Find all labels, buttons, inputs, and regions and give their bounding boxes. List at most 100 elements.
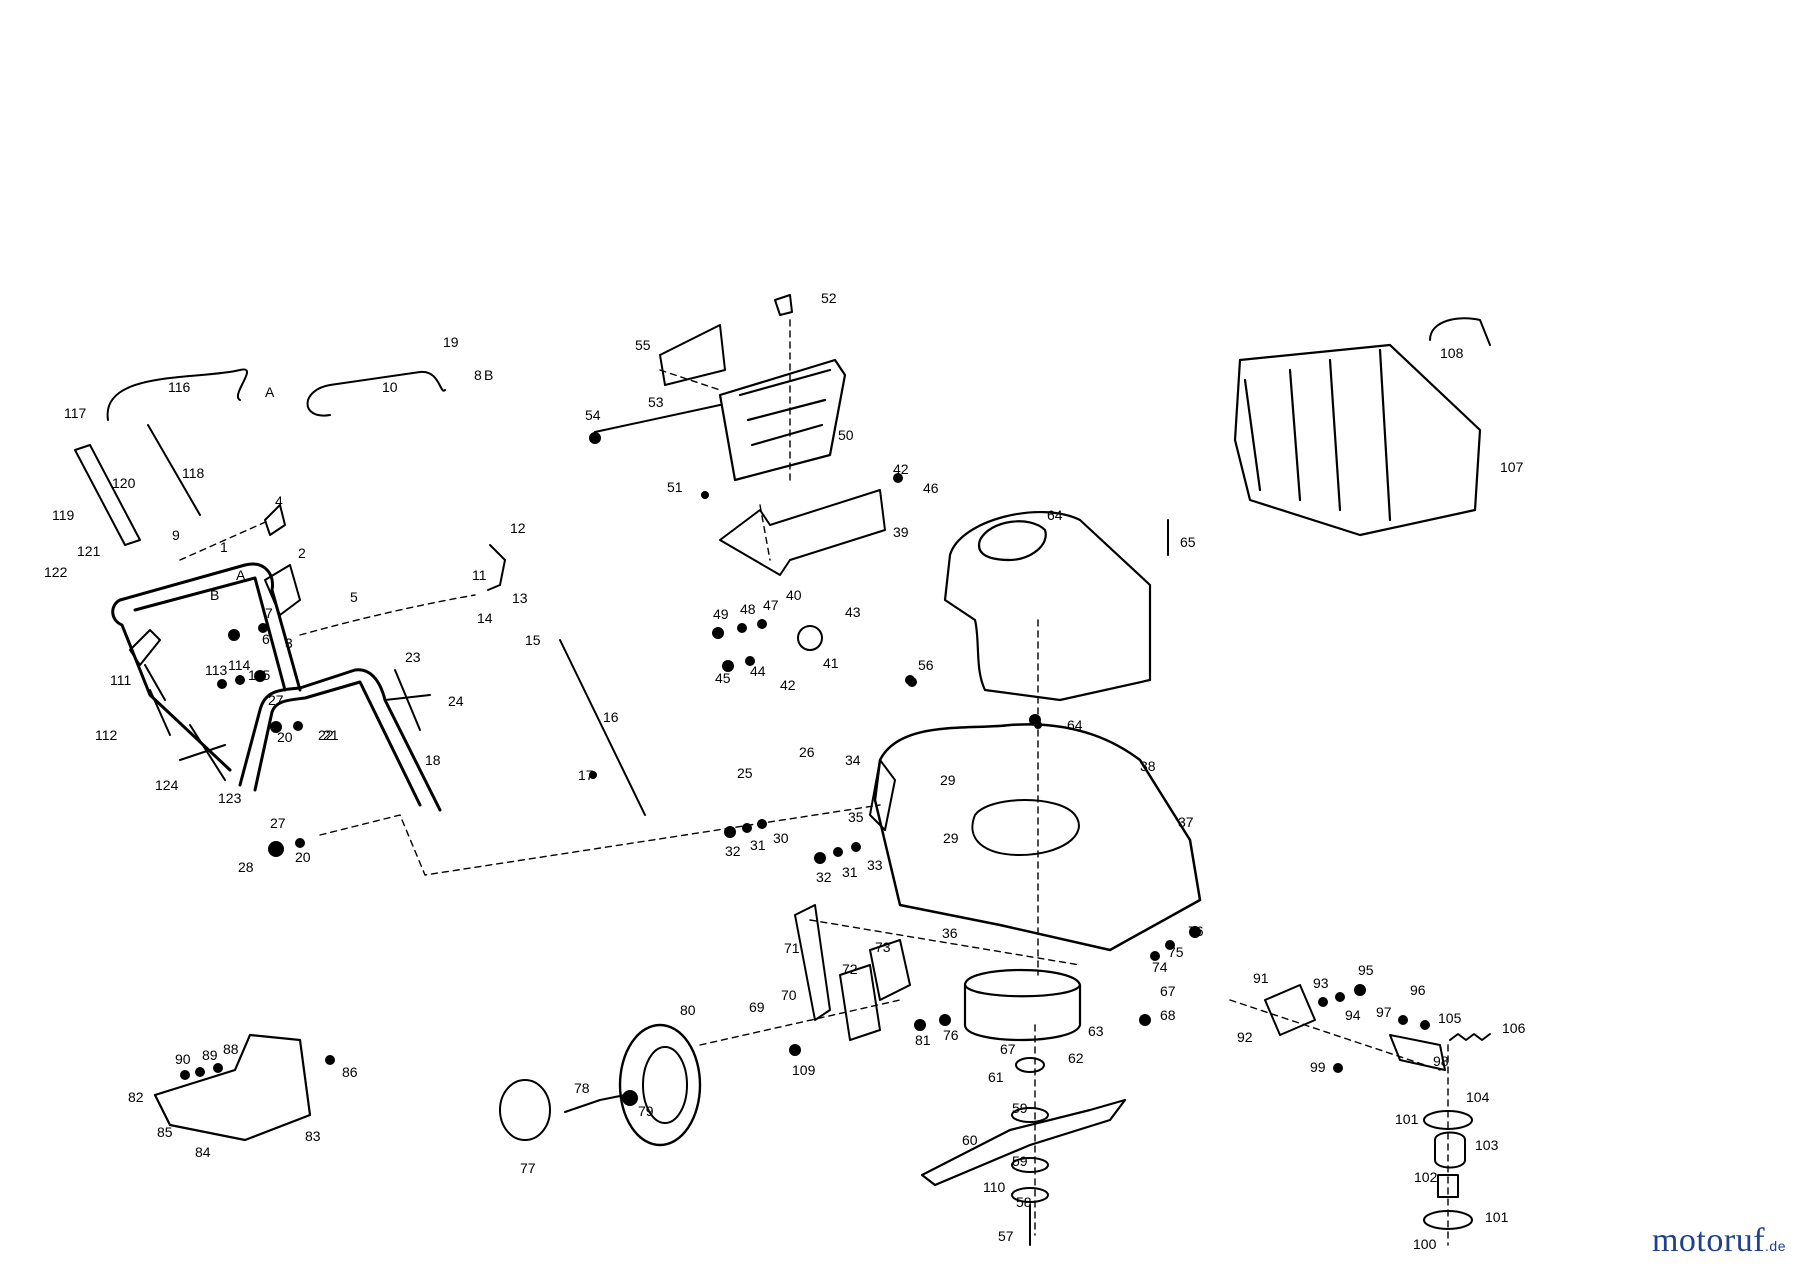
part-label-67a: 67 <box>1160 983 1176 999</box>
part-label-54: 54 <box>585 407 601 423</box>
part-label-117: 117 <box>64 405 87 421</box>
part-label-91: 91 <box>1253 970 1269 986</box>
part-label-92: 92 <box>1237 1029 1253 1045</box>
part-label-22: 22 <box>318 727 334 743</box>
part-label-71: 71 <box>784 940 800 956</box>
part-label-24: 24 <box>448 693 464 709</box>
part-label-109: 109 <box>792 1062 816 1078</box>
part-label-81: 81 <box>915 1032 931 1048</box>
part-label-70: 70 <box>781 987 797 1003</box>
handle-108 <box>1429 317 1491 346</box>
part-label-55: 55 <box>635 337 651 353</box>
control-panel-50 <box>718 358 847 482</box>
connector-marker-b1: B <box>484 367 493 383</box>
part-label-20a: 20 <box>277 729 293 745</box>
part-label-18: 18 <box>425 752 441 768</box>
part-label-29b: 29 <box>943 830 959 846</box>
bracket-39 <box>719 489 886 576</box>
part-label-108: 108 <box>1440 345 1464 361</box>
part-label-88: 88 <box>223 1041 239 1057</box>
part-label-94: 94 <box>1345 1007 1361 1023</box>
bracket-34 <box>869 759 896 831</box>
part-label-122: 122 <box>44 564 68 580</box>
part-label-11: 11 <box>472 567 487 583</box>
bracket-98 <box>1389 1034 1446 1071</box>
part-label-98: 98 <box>1433 1053 1449 1069</box>
part-label-58: 58 <box>1016 1194 1032 1210</box>
blade-60 <box>920 1098 1127 1187</box>
part-label-73: 73 <box>875 939 891 955</box>
part-label-45: 45 <box>715 670 731 686</box>
watermark-text: motoruf <box>1651 1222 1766 1259</box>
part-label-100: 100 <box>1413 1236 1437 1252</box>
wheel-80 <box>618 1023 702 1147</box>
mower-deck-38 <box>873 723 1202 952</box>
part-label-53: 53 <box>648 394 664 410</box>
part-label-12: 12 <box>510 520 526 536</box>
part-label-51: 51 <box>667 479 683 495</box>
part-label-10: 10 <box>382 379 398 395</box>
part-label-111: 111 <box>110 672 131 688</box>
part-label-93: 93 <box>1313 975 1329 991</box>
part-label-56: 56 <box>918 657 934 673</box>
part-label-107: 107 <box>1500 459 1524 475</box>
washer-101-top <box>1423 1110 1473 1130</box>
part-label-7: 7 <box>265 605 273 621</box>
part-label-31a: 31 <box>750 837 766 853</box>
part-label-34: 34 <box>845 752 861 768</box>
rod-53 <box>594 404 721 433</box>
part-label-110: 110 <box>983 1179 1006 1195</box>
part-label-29a: 29 <box>940 772 956 788</box>
part-label-62: 62 <box>1068 1050 1084 1066</box>
part-label-61: 61 <box>988 1069 1004 1085</box>
control-lever-2 <box>264 564 301 616</box>
connector-marker-a2: A <box>236 567 246 583</box>
part-label-60: 60 <box>962 1132 978 1148</box>
part-label-69: 69 <box>749 999 765 1015</box>
blade-housing-63 <box>963 968 1082 1042</box>
connector-marker-a1: A <box>265 384 275 400</box>
part-label-41: 41 <box>823 655 839 671</box>
part-label-99: 99 <box>1310 1059 1326 1075</box>
part-label-74: 74 <box>1152 959 1168 975</box>
hubcap-77 <box>499 1079 551 1141</box>
part-label-9: 9 <box>172 527 180 543</box>
part-label-96: 96 <box>1410 982 1426 998</box>
blade-fixings <box>1011 1057 1049 1246</box>
part-label-115: 115 <box>248 667 271 683</box>
grass-catcher-107 <box>1233 343 1482 537</box>
part-label-26: 26 <box>799 744 815 760</box>
knob-41 <box>797 625 823 651</box>
part-label-72: 72 <box>842 961 858 977</box>
watermark-logo: motoruf.de <box>1652 1222 1786 1260</box>
part-label-120: 120 <box>112 475 136 491</box>
part-label-77: 77 <box>520 1160 536 1176</box>
part-label-5: 5 <box>350 589 358 605</box>
part-label-35: 35 <box>848 809 864 825</box>
part-label-116: 116 <box>168 379 191 395</box>
part-label-15: 15 <box>525 632 541 648</box>
mulch-plate-82 <box>153 1033 312 1142</box>
lower-handle <box>238 668 442 812</box>
part-label-21: 21 <box>323 727 339 743</box>
part-label-31b: 31 <box>842 864 858 880</box>
part-label-112: 112 <box>95 727 118 743</box>
part-label-49: 49 <box>713 606 729 622</box>
part-label-20b: 20 <box>295 849 311 865</box>
part-label-68: 68 <box>1160 1007 1176 1023</box>
part-label-95: 95 <box>1358 962 1374 978</box>
part-label-86: 86 <box>342 1064 358 1080</box>
part-label-1: 1 <box>220 539 228 555</box>
knob-111 <box>129 629 171 736</box>
connector-marker-b2: B <box>210 587 219 603</box>
part-label-106: 106 <box>1502 1020 1526 1036</box>
strip-118 <box>74 444 141 546</box>
spring-106 <box>1449 1033 1491 1041</box>
part-label-42: 42 <box>893 461 909 477</box>
deck-opening <box>971 799 1080 856</box>
part-label-90: 90 <box>175 1051 191 1067</box>
rod-118 <box>147 424 201 516</box>
lever-71 <box>794 904 831 1021</box>
part-label-37: 37 <box>1178 814 1194 830</box>
part-label-28: 28 <box>238 859 254 875</box>
